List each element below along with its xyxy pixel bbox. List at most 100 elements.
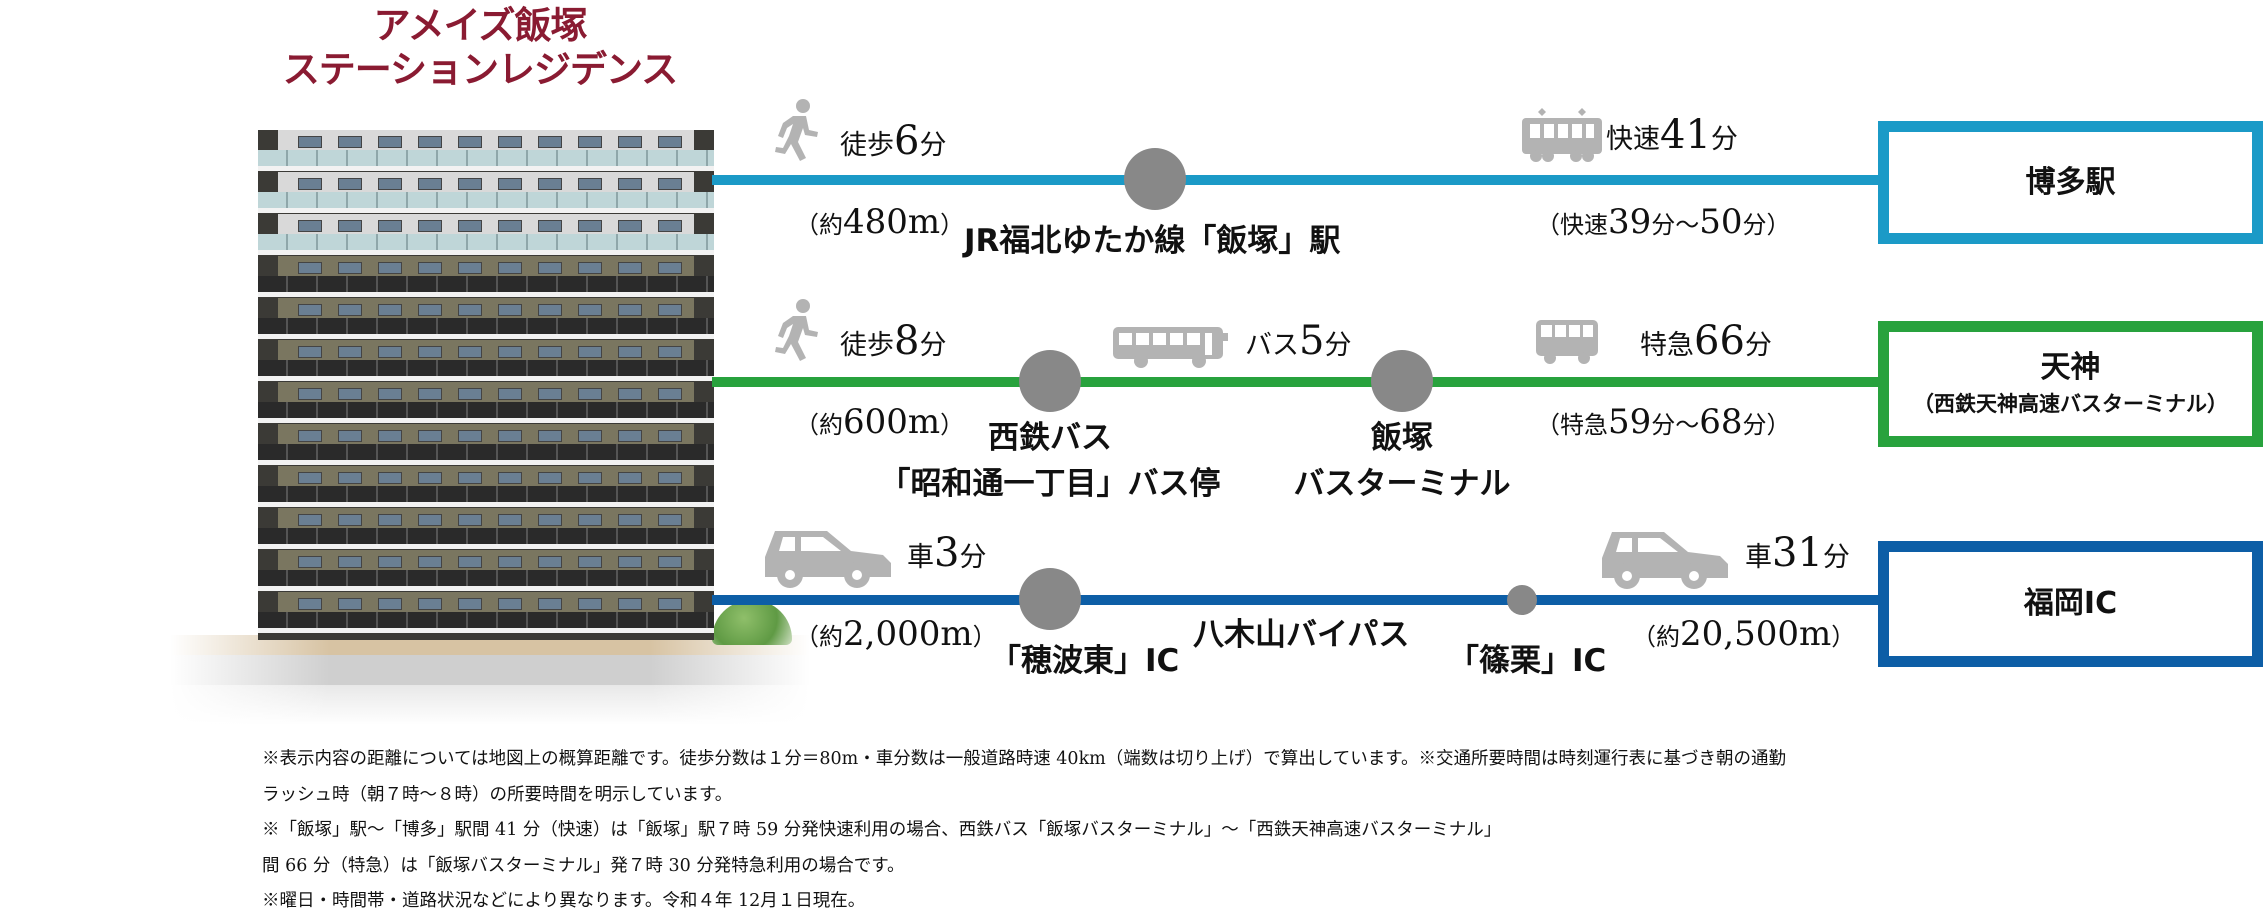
building-window [618,304,642,316]
building-window [498,598,522,610]
building-floor [258,424,714,465]
building-window [418,598,442,610]
destination-sublabel: （西鉄天神高速バスターミナル） [1913,392,2228,416]
building-window [458,472,482,484]
building-window [378,178,402,190]
distance-number: 2,000m [843,614,973,654]
route-line-jr [712,175,1882,185]
range-suffix: 分） [1742,411,1791,439]
building-window [538,598,562,610]
building-window [298,388,322,400]
range-min: 39 [1608,202,1652,242]
time-suffix: 分 [1822,542,1850,573]
building-window [418,346,442,358]
building-window [538,514,562,526]
car-icon [1602,532,1728,589]
building-window [458,514,482,526]
building-window [658,598,682,610]
building-window [578,220,602,232]
building-window [378,472,402,484]
building-window [618,136,642,148]
building-window [578,556,602,568]
distance-suffix: ） [940,411,965,439]
bus-time-local: バス5分 [1245,318,1351,364]
building-window [538,388,562,400]
building-window [418,514,442,526]
building-window [418,220,442,232]
building-window [418,136,442,148]
building-window [618,514,642,526]
building-window [578,430,602,442]
time-prefix: 車 [1745,542,1772,573]
building-floor [258,256,714,297]
building-window [338,136,362,148]
building-window [498,136,522,148]
building-window [618,598,642,610]
building-window [338,598,362,610]
building-window [458,178,482,190]
building-window [378,220,402,232]
time-prefix: 徒歩 [840,130,894,161]
distance-prefix: （約 [1632,623,1680,651]
building-window [378,304,402,316]
building-window [618,220,642,232]
building-window [338,304,362,316]
car-distance-to-fukuoka: （約20,500m） [1632,614,1855,654]
building-floor [258,508,714,549]
destination-fukuoka-ic: 福岡IC [1878,541,2263,667]
building-window [658,346,682,358]
building-floor [258,298,714,339]
building-window [538,178,562,190]
building-window [378,346,402,358]
time-prefix: 特急 [1640,330,1694,361]
building-window [498,514,522,526]
building-window [418,304,442,316]
range-max: 50 [1699,202,1743,242]
destination-hakata: 博多駅 [1878,121,2263,244]
road-label-yakiyama-bypass: 八木山バイパス [1193,617,1410,653]
distance-prefix: （約 [795,211,843,239]
building-window [618,388,642,400]
property-name: アメイズ飯塚 ステーションレジデンス [230,4,730,92]
destination-label: 博多駅 [2025,164,2116,200]
building-floor [258,550,714,591]
building-window [298,220,322,232]
building-window [298,556,322,568]
range-sep: 分～ [1651,211,1700,239]
walking-person-icon [775,299,818,361]
building-window [338,220,362,232]
building-floor [258,214,714,255]
train-icon [1522,108,1602,162]
walk-time-jr: 徒歩6分 [840,118,946,164]
time-number: 3 [934,530,960,576]
time-suffix: 分 [959,542,987,573]
building-window [538,472,562,484]
distance-suffix: ） [972,623,997,651]
range-min: 59 [1608,402,1652,442]
car-distance-to-ic: （約2,000m） [795,614,997,654]
building-floor [258,340,714,381]
time-suffix: 分 [919,330,947,361]
building-window [498,220,522,232]
walk-distance-bus: （約600m） [795,402,964,442]
car-time-to-fukuoka: 車31分 [1745,530,1850,576]
building-window [618,430,642,442]
building-window [298,262,322,274]
stop-label-iizuka-station: JR福北ゆたか線「飯塚」駅 [964,223,1341,259]
distance-number: 480m [843,202,941,242]
building-window [378,556,402,568]
distance-suffix: ） [940,211,965,239]
building-window [298,304,322,316]
building-window [378,262,402,274]
building-window [298,472,322,484]
stop-label-line2: バスターミナル [1293,466,1511,502]
building-window [498,262,522,274]
footnote-line: 間 66 分（特急）は「飯塚バスターミナル」発７時 30 分発特急利用の場合です… [262,855,905,876]
building-window [338,262,362,274]
building-window [578,472,602,484]
building-window [378,136,402,148]
walking-person-icon [775,99,818,161]
building-window [338,346,362,358]
destination-label: 天神 [2040,350,2101,385]
stop-label-sasaguri-ic: 「篠栗」IC [1448,643,1607,679]
